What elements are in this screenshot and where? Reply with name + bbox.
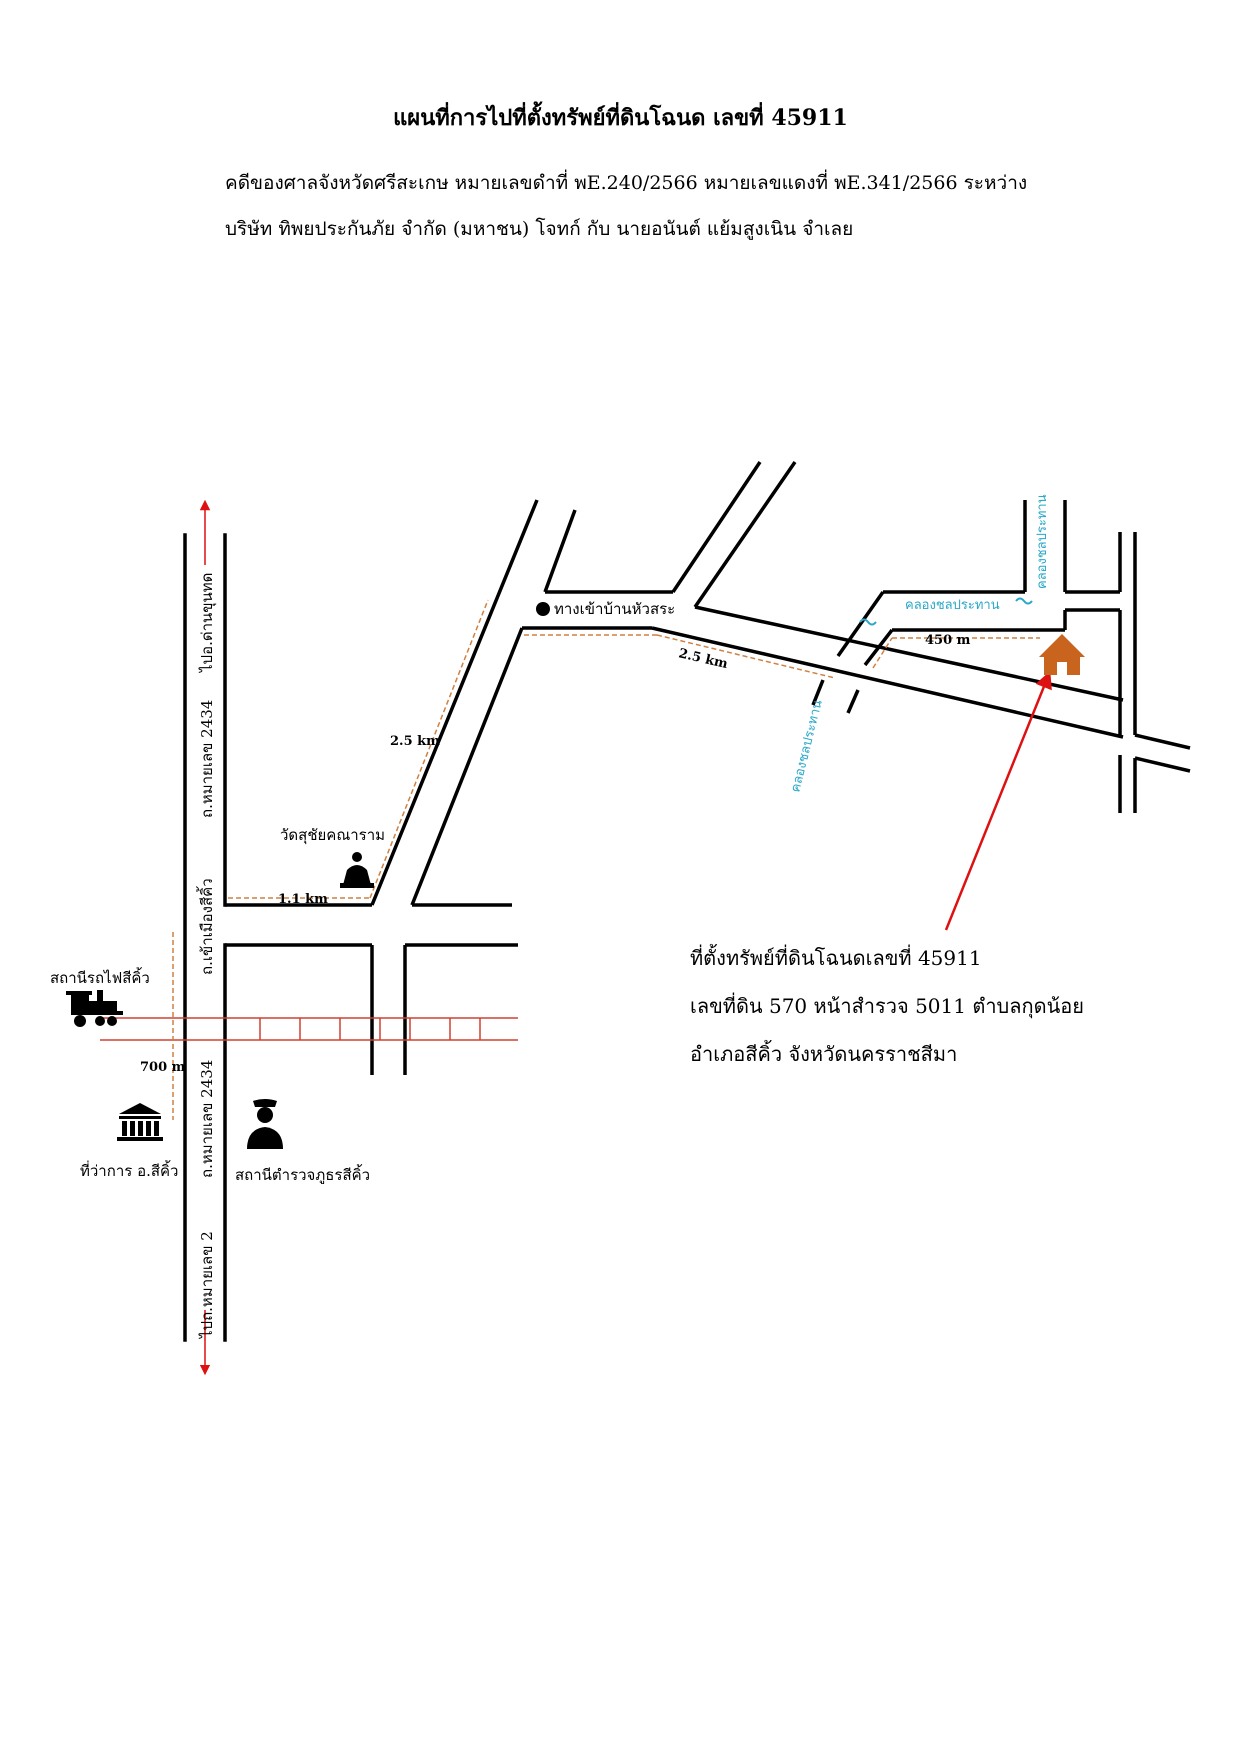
house-icon <box>1039 634 1085 675</box>
district-office-label: ที่ว่าการ อ.สีคิ้ว <box>80 1160 178 1180</box>
distance-1-1-km: 1.1 km <box>278 892 328 907</box>
crossroads <box>225 903 518 1075</box>
train-icon <box>66 990 123 1027</box>
road-label-to-dan-khun-thot: ไปอ.ด่านขุนทด <box>198 573 217 673</box>
canal-label-lower: คลองชลประทาน <box>788 698 825 794</box>
distance-lines <box>172 599 1040 1120</box>
wave-icon <box>1015 597 1033 605</box>
case-line-2: บริษัท ทิพยประกันภัย จำกัด (มหาชน) โจทก์… <box>225 218 854 240</box>
wat-label: วัดสุชัยคณาราม <box>280 826 385 845</box>
property-line-1: ที่ตั้งทรัพย์ที่ดินโฉนดเลขที่ 45911 <box>690 946 982 970</box>
property-line-2: เลขที่ดิน 570 หน้าสำรวจ 5011 ตำบลกุดน้อย <box>690 994 1084 1018</box>
canal-label-vertical: คลองชลประทาน <box>1035 494 1050 589</box>
police-station-label: สถานีตำรวจภูธรสีคิ้ว <box>235 1164 370 1184</box>
village-entrance-label: ทางเข้าบ้านหัวสระ <box>554 600 675 618</box>
road-label-to-route-2: ไปถ.หมายเลข 2 <box>198 1231 216 1339</box>
distance-700-m: 700 m <box>140 1060 186 1075</box>
dot-icon <box>536 602 550 616</box>
distance-450-m: 450 m <box>925 633 971 648</box>
government-building-icon <box>117 1103 163 1141</box>
road-2434 <box>183 533 227 1342</box>
canal-bridge <box>811 679 860 714</box>
distance-2-5-km-diagonal: 2.5 km <box>390 734 440 749</box>
police-icon <box>247 1099 283 1149</box>
road-label-into-sikhio: ถ.เข้าเมืองสีคิ้ว <box>196 878 216 975</box>
property-pointer-arrow <box>944 670 1052 931</box>
property-line-3: อำเภอสีคิ้ว จังหวัดนครราชสีมา <box>690 1042 958 1066</box>
road-label-2434-north: ถ.หมายเลข 2434 <box>198 700 216 818</box>
case-line-1: คดีของศาลจังหวัดศรีสะเกษ หมายเลขดำที่ พE… <box>225 172 1028 194</box>
road-label-2434-south: ถ.หมายเลข 2434 <box>198 1060 216 1178</box>
eastern-roads <box>836 500 1191 813</box>
wave-icon <box>859 618 877 626</box>
canal-label-top: คลองชลประทาน <box>905 598 1000 613</box>
page-title: แผนที่การไปที่ตั้งทรัพย์ที่ดินโฉนด เลขที… <box>393 105 848 131</box>
railway <box>100 1017 518 1041</box>
diagonal-road <box>370 461 1124 906</box>
buddha-icon <box>340 852 374 888</box>
train-station-label: สถานีรถไฟสีคิ้ว <box>50 967 150 987</box>
